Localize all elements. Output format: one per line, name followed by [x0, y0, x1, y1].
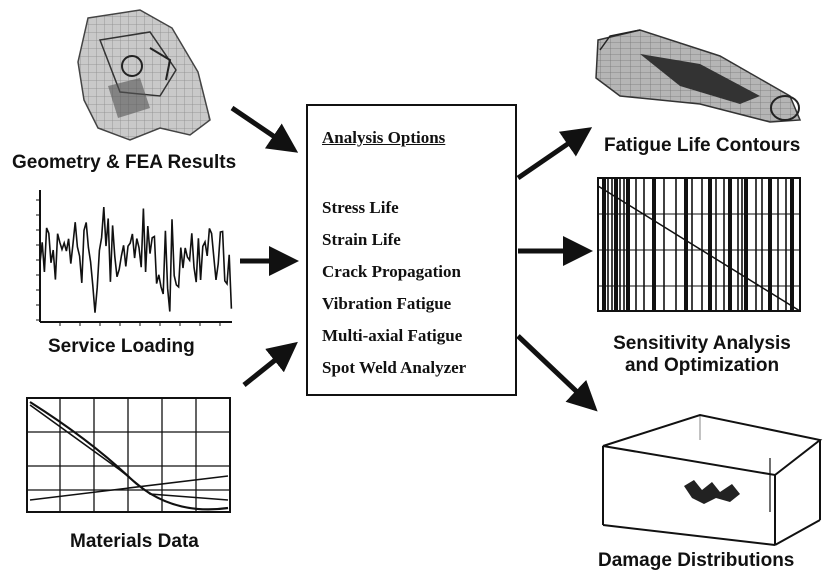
damage-distributions-chart [602, 413, 823, 546]
option-item: Spot Weld Analyzer [322, 358, 467, 377]
materials-data-label: Materials Data [70, 531, 199, 552]
input-arrows [230, 105, 299, 387]
output-arrows [516, 127, 598, 412]
geometry-fea-label: Geometry & FEA Results [12, 152, 237, 173]
fatigue-life-contours-label: Fatigue Life Contours [604, 135, 801, 156]
analysis-options-box: Analysis Options Stress Life Strain Life… [306, 104, 517, 396]
sensitivity-label-line2: and Optimization [624, 355, 780, 376]
analysis-options-title: Analysis Options [322, 128, 446, 147]
option-item: Vibration Fatigue [322, 294, 452, 313]
analysis-options-list: Stress Life Strain Life Crack Propagatio… [322, 192, 466, 384]
damage-distributions-label: Damage Distributions [598, 550, 795, 571]
sensitivity-analysis-chart [597, 177, 801, 312]
option-item: Crack Propagation [322, 262, 461, 281]
sensitivity-label-line1: Sensitivity Analysis [613, 333, 791, 354]
option-item: Multi-axial Fatigue [322, 326, 463, 345]
fatigue-life-contours-image [595, 29, 802, 123]
option-item: Stress Life [322, 198, 399, 217]
service-loading-label: Service Loading [48, 336, 195, 357]
materials-data-chart [26, 397, 231, 513]
service-loading-chart [36, 190, 233, 326]
sensitivity-analysis-label: Sensitivity Analysis and Optimization [592, 333, 812, 377]
option-item: Strain Life [322, 230, 401, 249]
fea-geometry-image [77, 9, 211, 141]
